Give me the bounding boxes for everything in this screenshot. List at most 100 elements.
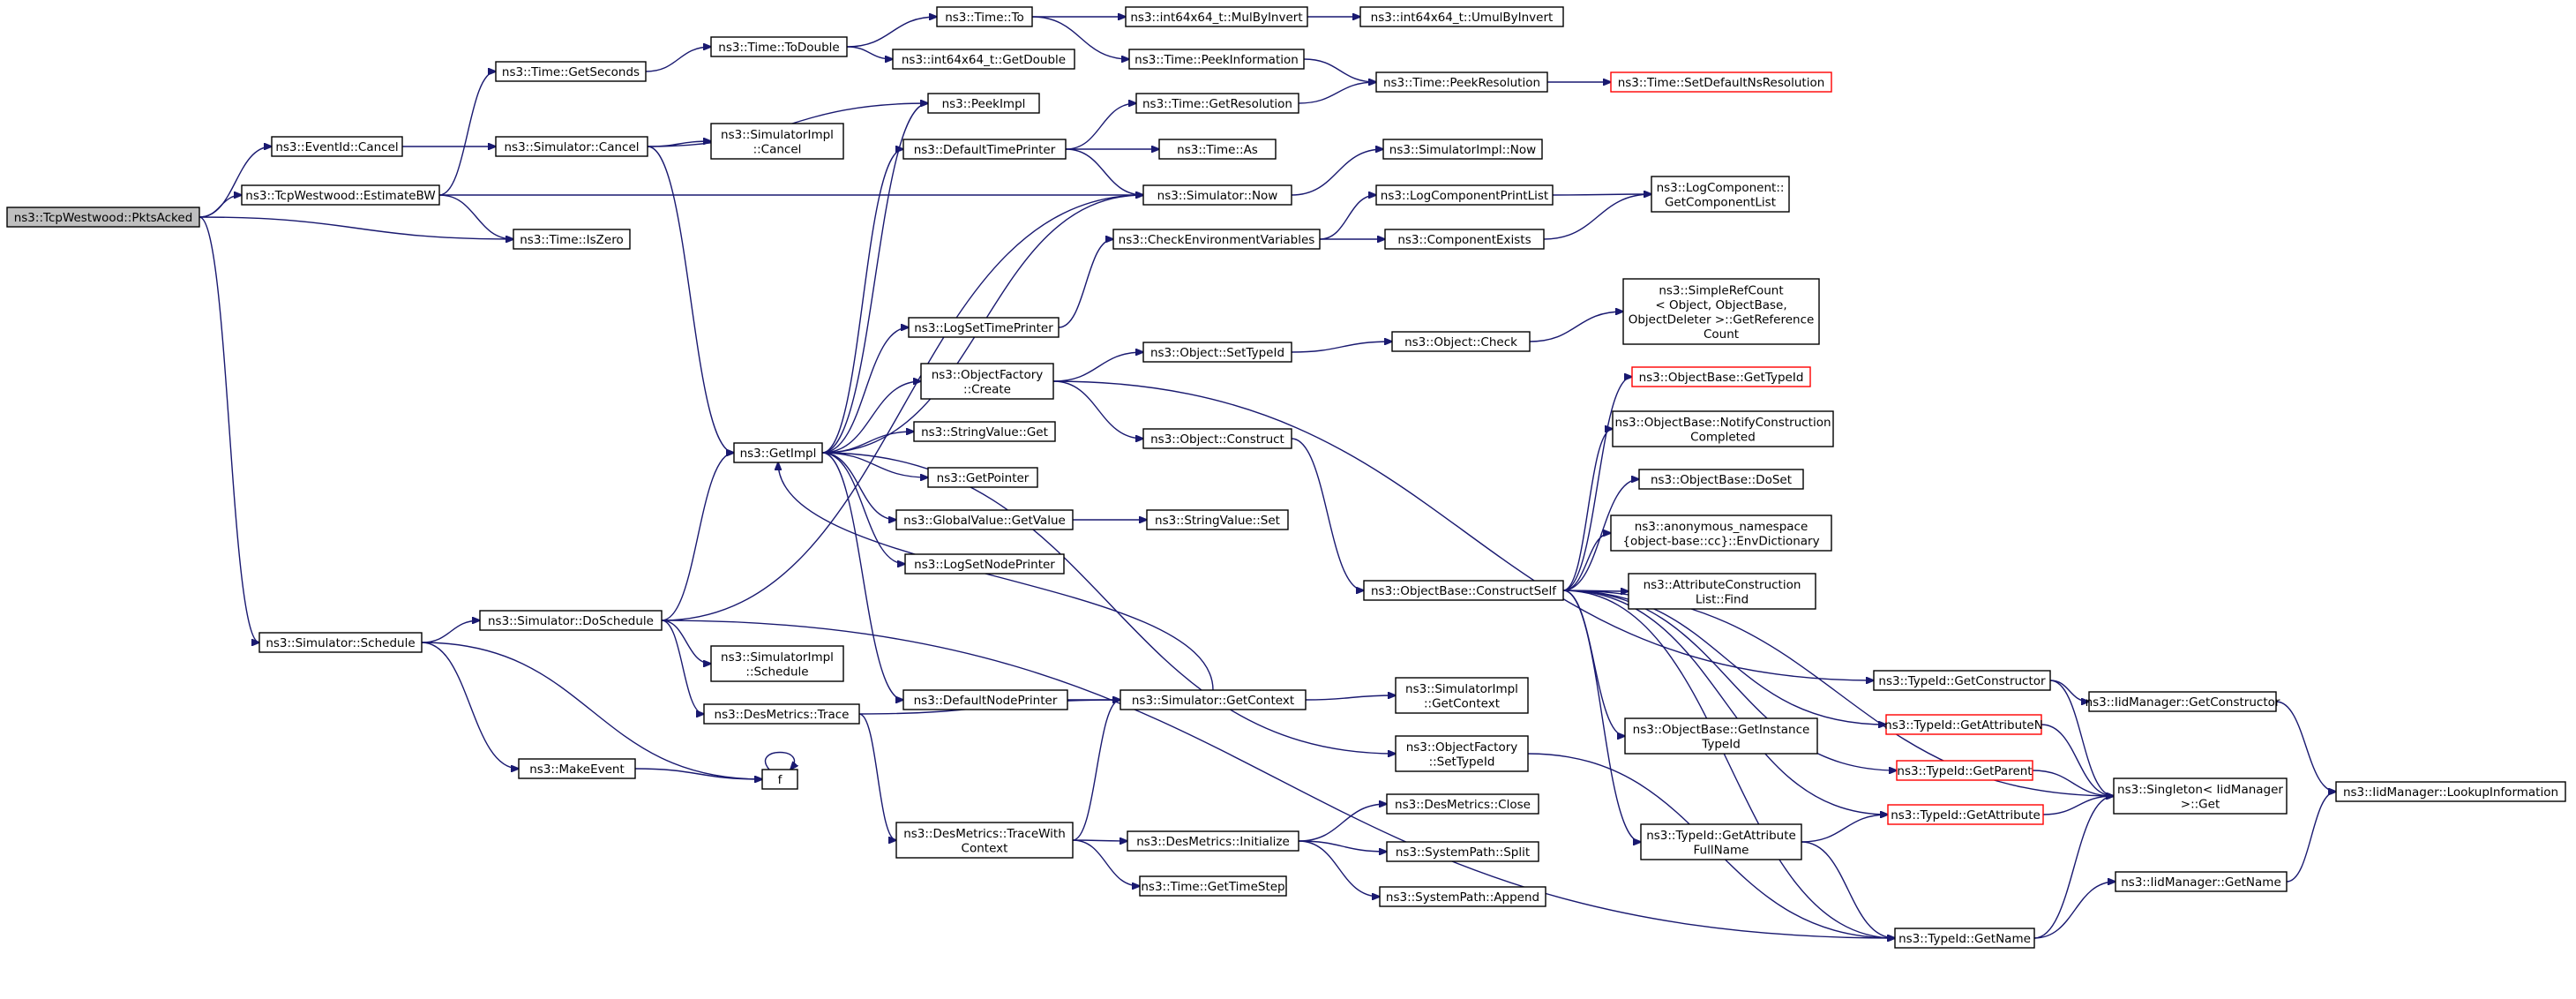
node-time-todouble[interactable]: ns3::Time::ToDouble [710,36,848,57]
node-logsetnodeprinter[interactable]: ns3::LogSetNodePrinter [904,553,1065,575]
node-object-construct[interactable]: ns3::Object::Construct [1142,428,1292,449]
node-desmetrics-close[interactable]: ns3::DesMetrics::Close [1386,793,1539,815]
edge-objectbase-constructself-to-typeid-getattributen [1562,590,1886,725]
edge-sim-schedule-to-makeevent [421,642,519,769]
node-object-check[interactable]: ns3::Object::Check [1391,331,1531,352]
edge-typeid-getconstructor-to-singleton-get [2049,680,2114,796]
node-label: ns3::GetImpl [740,447,817,461]
node-box [1142,342,1292,363]
node-int64-umulbyinvert[interactable]: ns3::int64x64_t::UmulByInvert [1359,6,1564,27]
node-int64-getdouble[interactable]: ns3::int64x64_t::GetDouble [892,49,1075,70]
edge-pktsacked-to-sim-schedule [198,216,259,642]
node-peekimpl[interactable]: ns3::PeekImpl [927,93,1040,114]
node-getimpl[interactable]: ns3::GetImpl [733,442,823,463]
node-box [1628,573,1816,610]
node-systempath-append[interactable]: ns3::SystemPath::Append [1379,886,1546,907]
node-anon-envdictionary[interactable]: ns3::anonymous_namespace{object-base::cc… [1610,515,1832,552]
node-label: ns3::ObjectBase::NotifyConstruction [1614,416,1831,430]
node-simimpl-cancel[interactable]: ns3::SimulatorImpl::Cancel [710,123,844,160]
node-label: ns3::ComponentExists [1397,233,1531,247]
node-simimpl-now[interactable]: ns3::SimulatorImpl::Now [1382,139,1543,160]
node-box [1885,714,2042,735]
node-iidmanager-getconstructor[interactable]: ns3::IidManager::GetConstructor [2086,691,2280,712]
node-defaultnodeprinter[interactable]: ns3::DefaultNodePrinter [902,689,1068,710]
node-systempath-split[interactable]: ns3::SystemPath::Split [1386,841,1539,862]
node-box [936,6,1033,27]
node-label: f [778,773,783,787]
node-eventid-cancel[interactable]: ns3::EventId::Cancel [271,136,403,157]
edge-getimpl-to-peekimpl [821,103,928,454]
node-typeid-getname[interactable]: ns3::TypeId::GetName [1894,928,2035,949]
node-getpointer[interactable]: ns3::GetPointer [927,467,1038,488]
node-objectbase-constructself[interactable]: ns3::ObjectBase::ConstructSelf [1363,580,1564,601]
node-time-peekinformation[interactable]: ns3::Time::PeekInformation [1128,49,1305,70]
edge-sim-doschedule-to-simimpl-schedule [661,620,711,664]
node-simimpl-schedule[interactable]: ns3::SimulatorImpl::Schedule [710,645,844,682]
node-desmetrics-initialize[interactable]: ns3::DesMetrics::Initialize [1127,830,1299,852]
node-label: ns3::LogComponent:: [1657,181,1785,195]
node-time-getresolution[interactable]: ns3::Time::GetResolution [1135,93,1299,114]
node-time-to[interactable]: ns3::Time::To [936,6,1033,27]
node-desmetrics-trace[interactable]: ns3::DesMetrics::Trace [703,703,860,725]
node-time-iszero[interactable]: ns3::Time::IsZero [513,229,631,250]
node-sim-getcontext[interactable]: ns3::Simulator::GetContext [1120,689,1307,710]
node-sim-cancel[interactable]: ns3::Simulator::Cancel [495,136,648,157]
node-globalvalue-getvalue[interactable]: ns3::GlobalValue::GetValue [895,509,1074,530]
edge-sim-doschedule-to-getimpl [661,453,734,621]
node-object-settypeid[interactable]: ns3::Object::SetTypeId [1142,342,1292,363]
node-time-getseconds[interactable]: ns3::Time::GetSeconds [495,61,647,82]
node-singleton-get[interactable]: ns3::Singleton< IidManager>::Get [2113,777,2288,815]
node-logsettimeprinter[interactable]: ns3::LogSetTimePrinter [908,317,1060,338]
node-objectbase-gettypeid[interactable]: ns3::ObjectBase::GetTypeId [1631,366,1811,387]
node-label: ns3::Time::PeekResolution [1383,76,1540,90]
node-objectfactory-create[interactable]: ns3::ObjectFactory::Create [920,363,1054,400]
node-label: ns3::Time::IsZero [520,233,624,247]
node-label: ns3::DesMetrics::Close [1395,798,1531,812]
node-iidmanager-getname[interactable]: ns3::IidManager::GetName [2115,871,2288,892]
node-pktsacked[interactable]: ns3::TcpWestwood::PktsAcked [6,207,200,228]
node-time-gettimestep[interactable]: ns3::Time::GetTimeStep [1139,875,1287,897]
node-sim-doschedule[interactable]: ns3::Simulator::DoSchedule [479,610,663,631]
edge-sim-now-to-simimpl-now [1291,149,1383,196]
node-checkenv[interactable]: ns3::CheckEnvironmentVariables [1112,229,1321,250]
node-logcomponentprintlist[interactable]: ns3::LogComponentPrintList [1375,184,1554,206]
node-typeid-getconstructor[interactable]: ns3::TypeId::GetConstructor [1873,670,2051,691]
node-objectbase-notifyconstructioncompleted[interactable]: ns3::ObjectBase::NotifyConstructionCompl… [1612,410,1834,447]
node-stringvalue-set[interactable]: ns3::StringValue::Set [1146,509,1289,530]
node-label: ns3::Simulator::GetContext [1132,694,1294,708]
node-box [1125,6,1308,27]
node-objectbase-doset[interactable]: ns3::ObjectBase::DoSet [1638,469,1804,490]
node-box [1379,886,1546,907]
node-box [927,93,1040,114]
node-f[interactable]: f [761,769,798,790]
edge-pktsacked-to-estimatebw [198,195,242,218]
node-sim-now[interactable]: ns3::Simulator::Now [1142,184,1292,206]
node-time-setdefaultnsresolution[interactable]: ns3::Time::SetDefaultNsResolution [1610,71,1832,93]
node-iidmanager-lookupinformation[interactable]: ns3::IidManager::LookupInformation [2335,781,2566,802]
node-sim-schedule[interactable]: ns3::Simulator::Schedule [258,632,423,653]
node-int64-mulbyinvert[interactable]: ns3::int64x64_t::MulByInvert [1125,6,1308,27]
node-simimpl-getcontext[interactable]: ns3::SimulatorImpl::GetContext [1395,677,1529,714]
node-stringvalue-get[interactable]: ns3::StringValue::Get [913,421,1056,442]
node-label: ns3::Simulator::Schedule [266,636,415,650]
node-label: ns3::IidManager::LookupInformation [2343,785,2558,800]
node-typeid-getattribute[interactable]: ns3::TypeId::GetAttribute [1887,804,2044,825]
node-logcomponent-getcomponentlist[interactable]: ns3::LogComponent::GetComponentList [1651,176,1790,213]
node-objectfactory-settypeid[interactable]: ns3::ObjectFactory::SetTypeId [1395,735,1529,772]
node-time-as[interactable]: ns3::Time::As [1158,139,1277,160]
node-typeid-getattributen[interactable]: ns3::TypeId::GetAttributeN [1884,714,2043,735]
node-simplerefcount[interactable]: ns3::SimpleRefCount< Object, ObjectBase,… [1622,278,1820,345]
node-time-peekresolution[interactable]: ns3::Time::PeekResolution [1375,71,1548,93]
node-label: ns3::TcpWestwood::PktsAcked [14,211,193,225]
node-componentexists[interactable]: ns3::ComponentExists [1384,229,1545,250]
node-estimatebw[interactable]: ns3::TcpWestwood::EstimateBW [241,184,440,206]
node-label: ns3::Singleton< IidManager [2117,783,2283,797]
node-defaulttimeprinter[interactable]: ns3::DefaultTimePrinter [902,139,1067,160]
node-box [1382,139,1543,160]
node-typeid-getparent[interactable]: ns3::TypeId::GetParent [1896,760,2033,781]
node-makeevent[interactable]: ns3::MakeEvent [518,758,636,779]
